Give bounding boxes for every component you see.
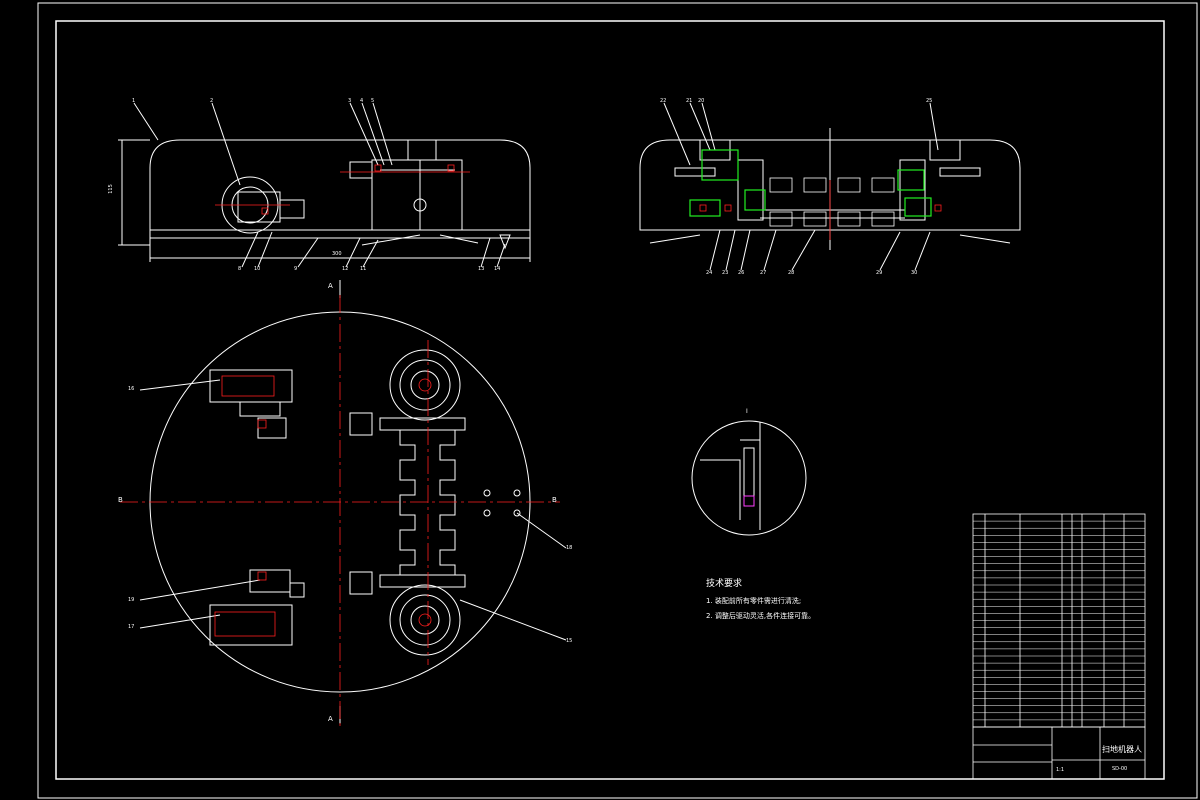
section-view-roller-brush [769,177,895,227]
balloon-front-bottom-11: 11 [360,266,367,272]
balloon-front-bottom-14: 14 [494,266,501,272]
plan-view-upper-motor [349,412,373,436]
balloon-plan-18: 18 [566,545,573,551]
height-dimension: 115 [107,184,114,194]
section-mark-b-right: B [552,496,557,504]
parts-list-rows [973,520,1145,721]
front-view-motor-block [237,191,281,223]
balloon-front-top-2: 2 [210,98,214,104]
balloon-plan-16: 16 [128,386,135,392]
detail-view-profile [700,459,741,520]
balloon-section-top-25: 25 [926,98,933,104]
balloon-front-bottom-13: 13 [478,266,485,272]
section-view-left-brush [649,234,701,244]
balloon-front-top-4: 4 [360,98,364,104]
plan-view-centerlines [120,295,560,730]
section-mark-a-top: A [328,282,333,290]
section-view-red-details [699,180,942,240]
title-block-frame [972,726,1146,780]
balloon-section-bottom-26: 26 [738,270,745,276]
balloon-section-bottom-24: 24 [706,270,713,276]
tech-requirement-2: 2. 调整后驱动灵活,各件连接可靠。 [706,612,816,620]
title-block-scale: 1:1 [1056,767,1065,773]
tech-requirements-title: 技术要求 [706,579,743,589]
plan-view-top-wheel [389,349,461,421]
balloon-section-bottom-27: 27 [760,270,767,276]
balloon-front-bottom-12: 12 [342,266,349,272]
section-view-right-brush [959,234,1011,244]
plan-view-control-box [249,569,291,593]
balloon-section-bottom-23: 23 [722,270,729,276]
front-view-top-plate [407,139,437,161]
section-mark-b-left: B [118,496,123,504]
front-view-small-motor [349,161,373,179]
balloon-section-top-22: 22 [660,98,667,104]
balloon-section-top-21: 21 [686,98,693,104]
plan-view-top-axle [379,417,466,431]
outer-border [37,2,1198,799]
plan-view-lower-motor [349,571,373,595]
front-view-wheel-caster [499,234,511,250]
front-view-base-plate [149,229,531,239]
title-block-part-name: 扫地机器人 [1102,745,1142,754]
balloon-front-top-1: 1 [132,98,136,104]
front-view-shell [149,139,531,230]
balloon-plan-17: 17 [128,624,135,630]
title-block-drawing-code: SD-00 [1112,766,1128,772]
detail-view-screw [743,495,755,507]
inner-border [55,20,1165,780]
title-block [972,513,1146,780]
balloon-section-bottom-28: 28 [788,270,795,276]
front-view [118,102,531,268]
front-view-motor-cap [279,199,305,219]
balloon-front-bottom-9: 9 [294,266,298,272]
tech-requirement-1: 1. 装配前所有零件需进行清洗; [706,597,802,605]
plan-view-red-details [214,375,432,637]
detail-view-circle [691,420,807,536]
balloon-front-bottom-10: 10 [254,266,261,272]
balloon-plan-15: 15 [566,638,573,644]
width-dimension: 300 [332,251,342,257]
balloon-plan-19: 19 [128,597,135,603]
detail-mark: I [746,408,748,415]
section-mark-a-bottom: A [328,715,333,723]
detail-view [691,420,807,536]
balloon-front-top-5: 5 [371,98,375,104]
balloon-section-bottom-29: 29 [876,270,883,276]
balloon-front-bottom-8: 8 [238,266,242,272]
balloon-front-top-3: 3 [348,98,352,104]
plan-view-lower-box [209,604,293,646]
balloon-section-top-20: 20 [698,98,705,104]
plan-view-bottom-axle [379,574,466,588]
plan-view-bottom-wheel [389,584,461,656]
section-view-green-parts [689,149,932,217]
balloon-section-bottom-30: 30 [911,270,918,276]
front-view-red-details [215,164,470,215]
section-view-shell [639,139,1021,231]
plan-view-roller-brush [399,429,456,576]
